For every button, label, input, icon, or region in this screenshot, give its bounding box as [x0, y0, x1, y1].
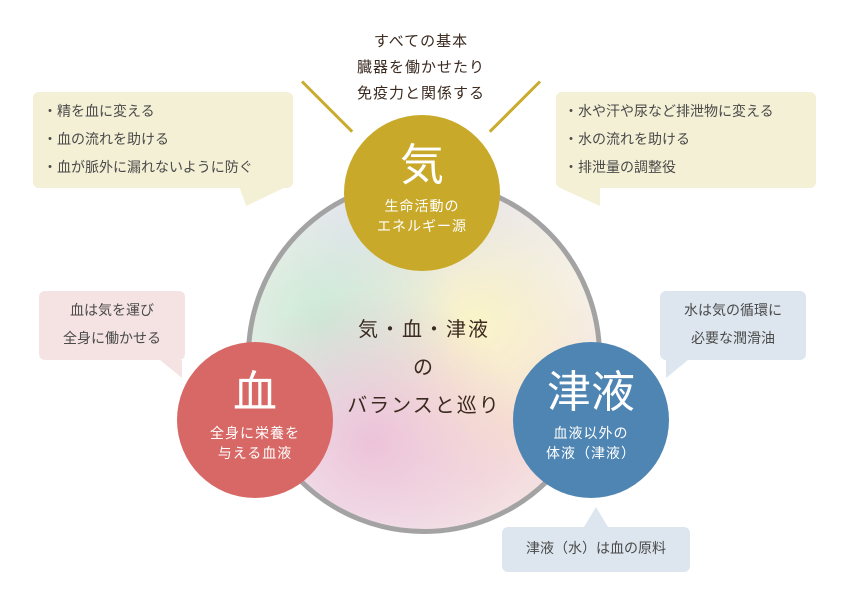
node-title: 血 — [233, 367, 277, 418]
speech-bubble-blood-ki: 血は気を運び 全身に働かせる — [39, 291, 185, 360]
list-item: 精を血に変える — [43, 98, 293, 126]
bubble-tail — [666, 360, 688, 378]
list-item: 排泄量の調整役 — [564, 154, 816, 182]
center-label: 気・血・津液 の バランスと巡り — [300, 310, 548, 424]
list-item: 血が脈外に漏れないように防ぐ — [43, 154, 293, 182]
list-item: 血の流れを助ける — [43, 126, 293, 154]
node-subtitle: 血液以外の — [553, 426, 629, 442]
node-ki: 気 生命活動の エネルギー源 — [344, 115, 500, 271]
bubble-line: 必要な潤滑油 — [691, 331, 775, 347]
bubble-tail — [160, 360, 182, 378]
center-title: 気・血・津液 — [358, 317, 490, 341]
bubble-line: 水は気の循環に — [684, 303, 782, 319]
top-note-line: すべての基本 — [373, 32, 469, 50]
node-subtitle: エネルギー源 — [377, 219, 467, 235]
top-note: すべての基本 臓器を働かせたり 免疫力と関係する — [330, 28, 512, 106]
top-note-line: 臓器を働かせたり — [356, 58, 485, 76]
node-subtitle: 体液（津液） — [546, 446, 636, 462]
node-title: 津液 — [547, 367, 635, 418]
speech-bubble-fluid-blood: 津液（水）は血の原料 — [502, 527, 690, 572]
node-subtitle: 全身に栄養を — [210, 426, 300, 442]
bubble-line: 血は気を運び — [70, 303, 154, 319]
center-connector: の — [413, 355, 435, 379]
bubble-line: 津液（水）は血の原料 — [526, 541, 666, 557]
node-subtitle: 生命活動の — [384, 199, 460, 215]
speech-bubble-fluid-ki: 水は気の循環に 必要な潤滑油 — [660, 291, 806, 360]
node-title: 気 — [400, 140, 444, 191]
list-item: 水や汗や尿など排泄物に変える — [564, 98, 816, 126]
speech-bubble-ki-fluid: 水や汗や尿など排泄物に変える 水の流れを助ける 排泄量の調整役 — [556, 92, 816, 188]
bubble-tail — [239, 188, 291, 206]
node-shinneki: 津液 血液以外の 体液（津液） — [513, 342, 669, 498]
list-item: 水の流れを助ける — [564, 126, 816, 154]
center-subtitle: バランスと巡り — [347, 393, 501, 417]
bubble-tail — [584, 507, 608, 527]
bubble-tail — [560, 188, 600, 206]
node-subtitle: 与える血液 — [217, 446, 293, 462]
speech-bubble-ki-blood: 精を血に変える 血の流れを助ける 血が脈外に漏れないように防ぐ — [33, 92, 293, 188]
bubble-line: 全身に働かせる — [63, 331, 161, 347]
top-note-line: 免疫力と関係する — [356, 84, 485, 102]
node-ketsu: 血 全身に栄養を 与える血液 — [177, 342, 333, 498]
